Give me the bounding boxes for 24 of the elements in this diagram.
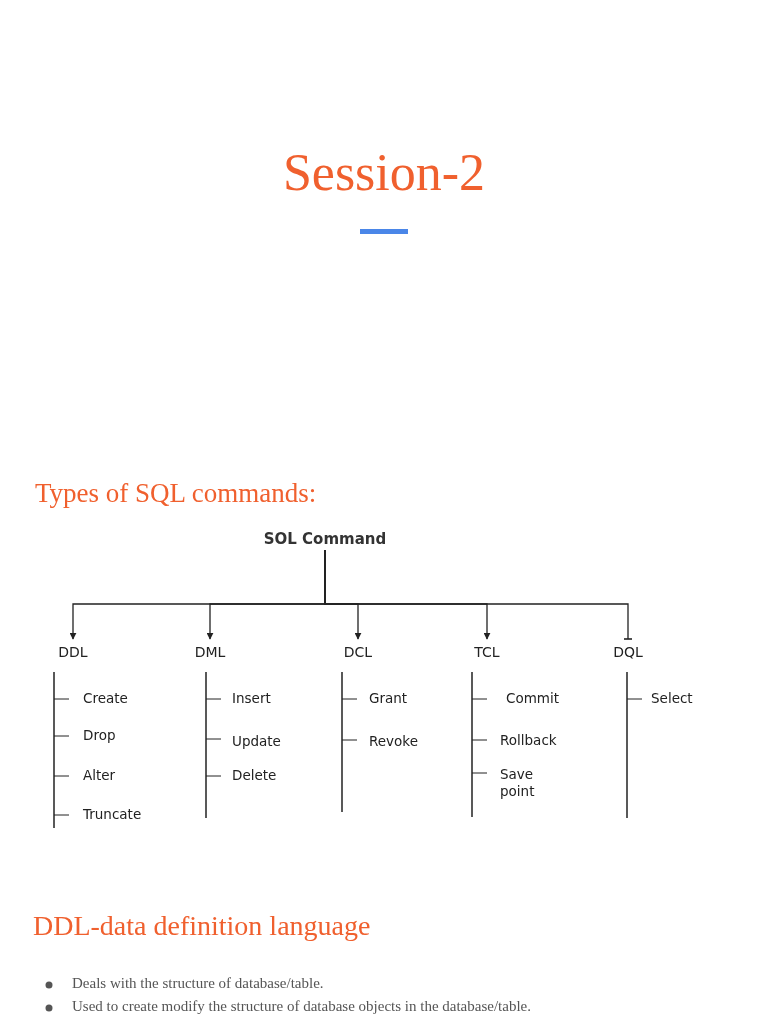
command-label: Select	[651, 690, 693, 706]
command-label: Alter	[83, 767, 116, 783]
section-heading: DDL-data definition language	[33, 910, 371, 942]
command-label: Create	[83, 690, 128, 706]
bullet-text: Used to create modify the structure of database objects in the database/table.	[72, 998, 531, 1015]
bullet-text: Deals with the structure of database/table.	[72, 975, 324, 992]
section-heading: Types of SQL commands:	[35, 478, 317, 509]
slide-title: Session-2	[281, 143, 487, 202]
command-label: Commit	[506, 690, 560, 706]
command-label: Grant	[369, 690, 408, 706]
command-label: Insert	[232, 690, 271, 706]
command-label: Revoke	[369, 733, 418, 749]
command-label: Update	[232, 733, 281, 749]
command-label: Rollback	[500, 732, 557, 748]
category-label: DCL	[325, 643, 391, 661]
command-label: Save point	[500, 766, 536, 800]
category-label: TCL	[454, 643, 520, 661]
category-label: DML	[177, 643, 243, 661]
command-label: Delete	[232, 767, 277, 783]
command-label: Truncate	[83, 806, 142, 822]
category-label: DDL	[40, 643, 106, 661]
command-label: Drop	[83, 727, 116, 743]
root-label: SOL Command	[245, 530, 405, 548]
category-label: DQL	[595, 643, 661, 661]
